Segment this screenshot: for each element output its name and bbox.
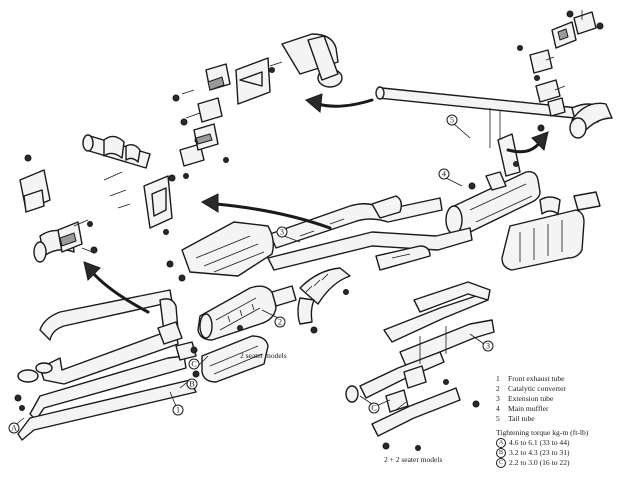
callout-a-left: A (8, 422, 20, 434)
callout-1-label: 1 (176, 406, 180, 415)
catalytic-heat-shield (166, 221, 275, 282)
left-bracket-group (19, 154, 98, 263)
upper-hanger-group (172, 33, 343, 144)
callout-b-left-label: B (189, 380, 194, 389)
callout-b-left: B (186, 378, 198, 390)
callout-4-label: 4 (442, 170, 446, 179)
callout-3-right: 3 (482, 340, 494, 352)
legend-part-name: Extension tube (508, 394, 554, 403)
torque-key: C (496, 458, 506, 468)
leader-lines (13, 123, 485, 427)
callout-c-right: C (368, 402, 380, 414)
front-exhaust-tube (14, 289, 200, 441)
muffler-heat-shield (501, 191, 601, 271)
torque-value: 3.2 to 4.3 (23 to 31) (509, 448, 570, 457)
callout-c-left-label: C (191, 360, 196, 369)
two-seater-caption: 2 seater models (240, 351, 287, 360)
arrow-to-left-brackets (83, 261, 150, 314)
tail-pipe-end (569, 102, 613, 139)
callout-2-label: 2 (278, 318, 282, 327)
lower-heat-shield (201, 325, 269, 383)
legend-part-name: Main muffler (508, 404, 549, 413)
main-muffler (445, 133, 541, 237)
arrow-to-upper-hangers (305, 93, 374, 113)
callout-3-upper: 3 (276, 226, 288, 238)
tail-tube (375, 86, 601, 148)
callout-2: 2 (274, 316, 286, 328)
torque-title: Tightening torque kg-m (ft-lb) (496, 428, 589, 437)
tail-hanger-brackets (517, 10, 604, 132)
legend-part-name: Tail tube (508, 414, 535, 423)
two-plus-two-caption: 2 + 2 seater models (384, 455, 442, 464)
two-plus-two-assembly (345, 281, 495, 451)
callout-5: 5 (446, 114, 458, 126)
arrow-to-tail-end (506, 131, 549, 154)
torque-value: 4.6 to 6.1 (33 to 44) (509, 438, 570, 447)
extension-tube-upper (269, 195, 443, 249)
extension-tube-flex (297, 267, 351, 334)
callout-c-right-label: C (371, 404, 376, 413)
callout-3-right-label: 3 (486, 342, 490, 351)
torque-value: 2.2 to 3.0 (16 to 22) (509, 458, 570, 467)
center-hanger-group (179, 123, 229, 179)
torque-key: B (496, 448, 506, 458)
arrow-to-center-hangers (200, 193, 332, 230)
callout-c-left: C (188, 358, 200, 370)
callout-3-upper-label: 3 (280, 228, 284, 237)
extension-tube-lower (267, 227, 473, 271)
torque-key: A (496, 438, 506, 448)
callout-a-left-label: A (11, 424, 17, 433)
legend-part-name: Catalytic converter (508, 384, 566, 393)
upper-left-pipe-group (82, 134, 176, 235)
callout-4: 4 (438, 168, 450, 180)
catalytic-converter (197, 285, 297, 341)
legend-part-name: Front exhaust tube (508, 374, 565, 383)
callout-1: 1 (172, 404, 184, 416)
callout-5-label: 5 (450, 116, 454, 125)
